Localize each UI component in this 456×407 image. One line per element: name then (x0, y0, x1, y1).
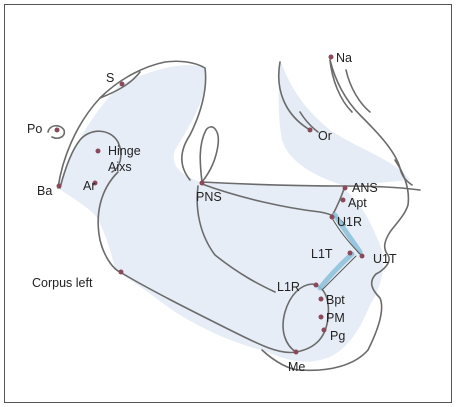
label-l1r: L1R (277, 280, 300, 294)
label-apt: Apt (348, 196, 367, 210)
point-bpt (319, 297, 324, 302)
label-na: Na (336, 51, 352, 65)
label-u1r: U1R (337, 215, 362, 229)
label-l1t: L1T (311, 247, 333, 261)
point-l1r (314, 283, 319, 288)
point-s (120, 82, 125, 87)
point-po (55, 128, 60, 133)
label-bpt: Bpt (326, 293, 345, 307)
point-me (294, 350, 299, 355)
label-pns: PNS (196, 190, 222, 204)
label-ba: Ba (37, 184, 52, 198)
point-or (308, 128, 313, 133)
pterygoid-loop (200, 127, 218, 182)
point-corpus-left (119, 270, 124, 275)
point-na (329, 55, 334, 60)
nasal-line-2 (346, 70, 370, 112)
label-corpus-left: Corpus left (32, 276, 93, 290)
label-or: Or (318, 129, 332, 143)
point-u1t (360, 254, 365, 259)
label-me: Me (288, 360, 305, 374)
label-s: S (106, 71, 114, 85)
label-hinge: Hinge (108, 144, 141, 158)
label-po: Po (27, 122, 42, 136)
point-pns (200, 181, 205, 186)
label-pm: PM (326, 311, 345, 325)
point-ans (343, 186, 348, 191)
label-u1t: U1T (373, 252, 397, 266)
point-l1t (348, 251, 353, 256)
point-pm (319, 315, 324, 320)
label-ar: Ar (83, 179, 96, 193)
label-pg: Pg (330, 329, 345, 343)
point-hinge-axis (96, 149, 101, 154)
maxilla-fill (279, 60, 410, 186)
label-ans: ANS (352, 181, 378, 195)
point-ba (57, 184, 62, 189)
point-apt (341, 198, 346, 203)
label-axis: Aixs (108, 160, 132, 174)
point-u1r (330, 215, 335, 220)
nasal-line (330, 60, 352, 112)
point-pg (322, 328, 327, 333)
